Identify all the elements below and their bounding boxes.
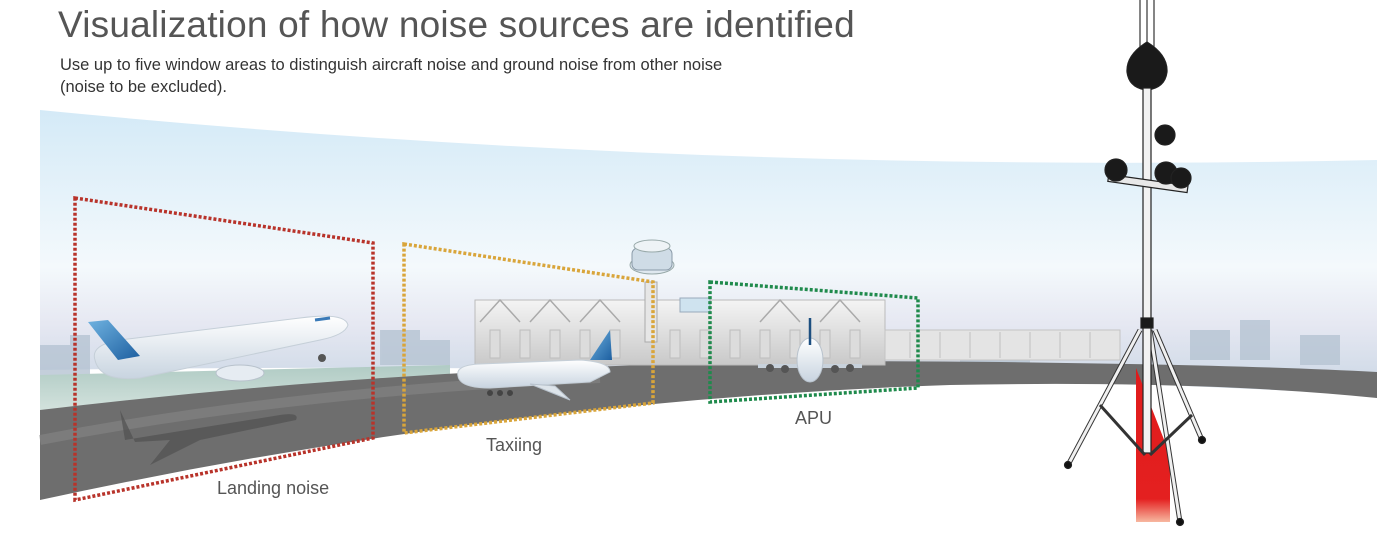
microphone-tower	[1063, 0, 1207, 527]
terminal-building	[474, 297, 1121, 366]
direction-beam	[1136, 368, 1170, 522]
subtitle-line-1: Use up to five window areas to distingui…	[60, 56, 723, 74]
apu-label: APU	[795, 408, 833, 428]
taxiing-label: Taxiing	[486, 435, 543, 455]
apu-window	[708, 280, 920, 404]
page-subtitle: Use up to five window areas to distingui…	[60, 54, 722, 98]
landing-aircraft	[88, 315, 349, 382]
taxiing-aircraft	[457, 330, 612, 401]
subtitle-line-2: (noise to be excluded).	[60, 78, 227, 96]
landing-noise-window	[73, 195, 375, 503]
aircraft-shadow	[120, 410, 297, 465]
page-title: Visualization of how noise sources are i…	[58, 4, 855, 45]
landing-noise-label: Landing noise	[217, 478, 330, 498]
apu-aircraft	[758, 318, 862, 383]
taxiing-window	[402, 241, 655, 435]
main-microphone	[1126, 41, 1168, 91]
